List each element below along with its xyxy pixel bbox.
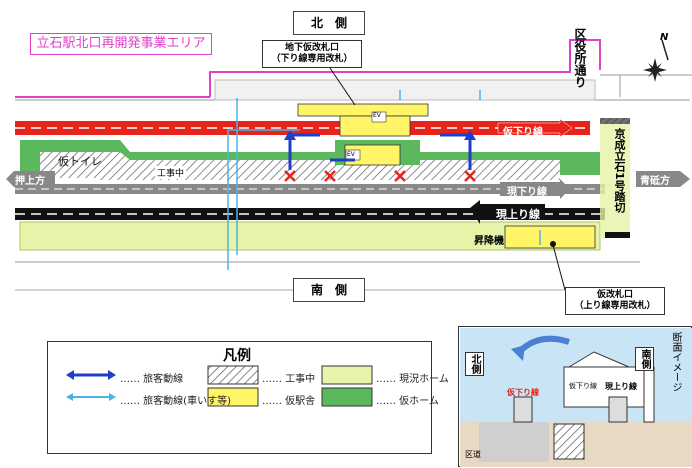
temp-toilet-label: 仮トイレ	[58, 155, 102, 168]
compass-n: N	[660, 32, 669, 43]
temp-down-track	[15, 121, 590, 135]
south-side-label: 南 側	[293, 278, 365, 302]
aoto-arrow	[636, 171, 690, 187]
underground-gate-callout: 地下仮改札口 （下り線専用改札）	[262, 40, 362, 68]
north-side-label: 北 側	[293, 11, 365, 35]
construction-label: 工事中	[155, 166, 187, 179]
oshiage-label: 押上方	[15, 176, 45, 187]
legend-swatches	[66, 365, 373, 407]
section-temp-down-small: 仮下り線	[569, 382, 597, 390]
section-drawing	[460, 328, 692, 467]
legend-title: 凡例	[223, 348, 251, 364]
section-title: 断面イメージ	[670, 332, 681, 392]
section-image: 北側 南側 仮下り線 仮下り線 現上り線 区道 断面イメージ	[458, 326, 692, 467]
section-temp-down: 仮下り線	[507, 388, 539, 397]
legend-temp-platform: …… 仮ホーム	[376, 396, 439, 407]
area-title: 立石駅北口再開発事業エリア	[30, 33, 212, 55]
aoto-label: 青砥方	[640, 176, 670, 187]
legend-under-construction: …… 工事中	[262, 374, 316, 385]
ev-label-north: EV	[373, 112, 381, 119]
legend-passenger-route-wheelchair: …… 旅客動線(車いす等)	[120, 396, 231, 407]
oshiage-arrow	[6, 171, 55, 187]
temp-down-line-label: 仮下り線	[503, 127, 543, 138]
temp-gate-callout: 仮改札口 （上り線専用改札）	[565, 287, 665, 315]
legend-temp-station: …… 仮駅舎	[262, 396, 316, 407]
legend-passenger-route: …… 旅客動線	[120, 374, 184, 385]
ev-label-platform: EV	[347, 151, 355, 158]
current-up-line-label: 現上り線	[496, 208, 540, 221]
section-ward-road: 区道	[465, 450, 481, 459]
current-down-line-label: 現下り線	[507, 187, 547, 198]
crossing-label: 京成立石1号踏切	[613, 128, 626, 213]
section-current-up: 現上り線	[605, 382, 637, 391]
elevator-label: 昇降機	[474, 236, 504, 247]
legend: 凡例 …… 旅客動線 …… 旅客動線(車いす等) …… 工事中 …… 仮駅舎 ……	[47, 341, 449, 454]
street-label: 区役所通り	[573, 28, 587, 88]
section-south: 南側	[635, 347, 654, 371]
legend-current-platform: …… 現況ホーム	[376, 374, 449, 385]
section-north: 北側	[465, 352, 484, 376]
